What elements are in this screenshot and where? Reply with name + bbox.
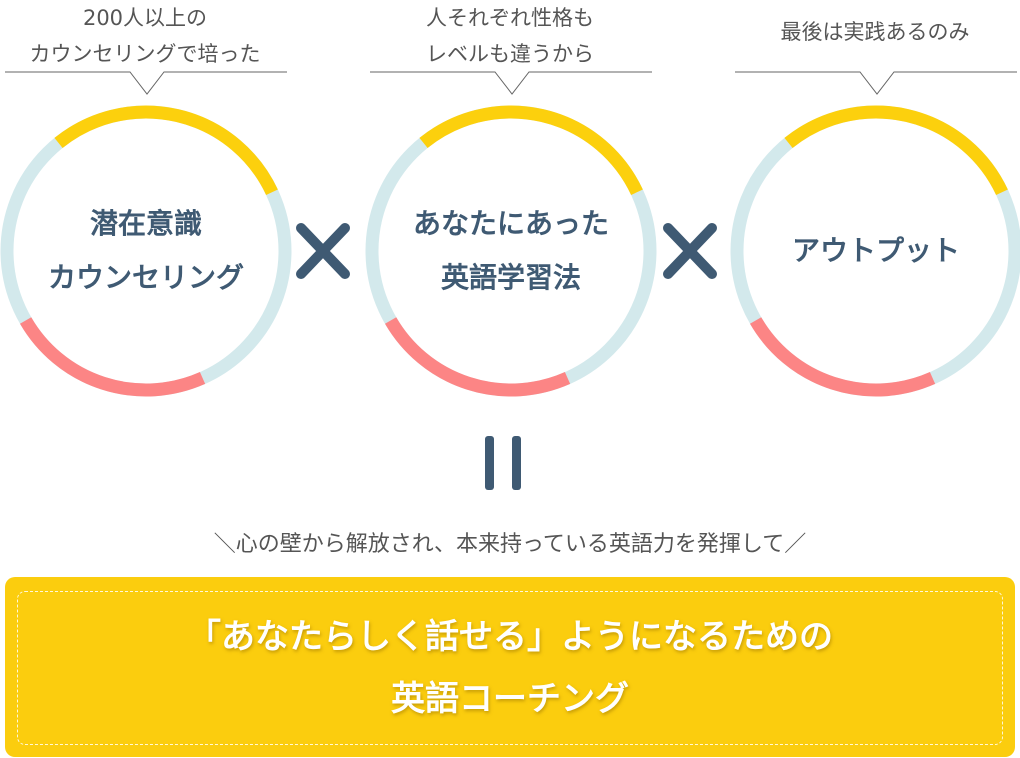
callout-line: カウンセリングで培った <box>29 42 261 66</box>
equals-icon-bar <box>485 436 494 490</box>
pillar-label-line: 潜在意識 <box>89 207 202 240</box>
ring-arc-yellow <box>419 105 643 196</box>
callout: 200人以上のカウンセリングで培った <box>0 0 290 95</box>
callout-line: 200人以上の <box>82 6 208 30</box>
multiply-icon <box>663 223 717 279</box>
callout-pointer <box>370 71 652 95</box>
ring <box>730 105 1020 397</box>
pillar-label: 潜在意識カウンセリング <box>0 105 292 397</box>
ring-arc-yellow <box>784 105 1008 196</box>
callout-line: 人それぞれ性格も <box>426 6 594 30</box>
ring-arc-pink <box>384 317 571 397</box>
pillar-label: あなたにあった英語学習法 <box>365 105 657 397</box>
ring-arc-pink <box>19 317 206 397</box>
ring-arc-yellow <box>54 105 278 196</box>
callout: 最後は実践あるのみ <box>730 0 1020 95</box>
banner-line-1: 「あなたらしく話せる」ようになるための <box>187 617 833 657</box>
ring <box>365 105 657 397</box>
pillar-label-line: 英語学習法 <box>440 261 581 294</box>
subtitle: ＼心の壁から解放され、本来持っている英語力を発揮して／ <box>213 532 807 557</box>
banner-line-2: 英語コーチング <box>391 679 629 719</box>
conclusion-banner: 「あなたらしく話せる」ようになるための 英語コーチング <box>5 577 1015 757</box>
callout: 人それぞれ性格もレベルも違うから <box>365 0 655 95</box>
pillar-label: アウトプット <box>730 105 1020 397</box>
pillar-label-line: アウトプット <box>791 234 960 267</box>
callout-pointer <box>735 71 1017 95</box>
multiply-icon <box>296 223 350 279</box>
pillar-label-line: あなたにあった <box>412 207 609 240</box>
callout-line: レベルも違うから <box>426 42 594 66</box>
ring-arc-pink <box>749 317 936 397</box>
banner-dashed-frame: 「あなたらしく話せる」ようになるための 英語コーチング <box>17 591 1003 745</box>
ring <box>0 105 292 397</box>
callout-line: 最後は実践あるのみ <box>780 20 970 44</box>
callout-pointer <box>5 71 287 95</box>
equals-icon-bar <box>512 436 521 490</box>
pillar-label-line: カウンセリング <box>47 261 244 294</box>
